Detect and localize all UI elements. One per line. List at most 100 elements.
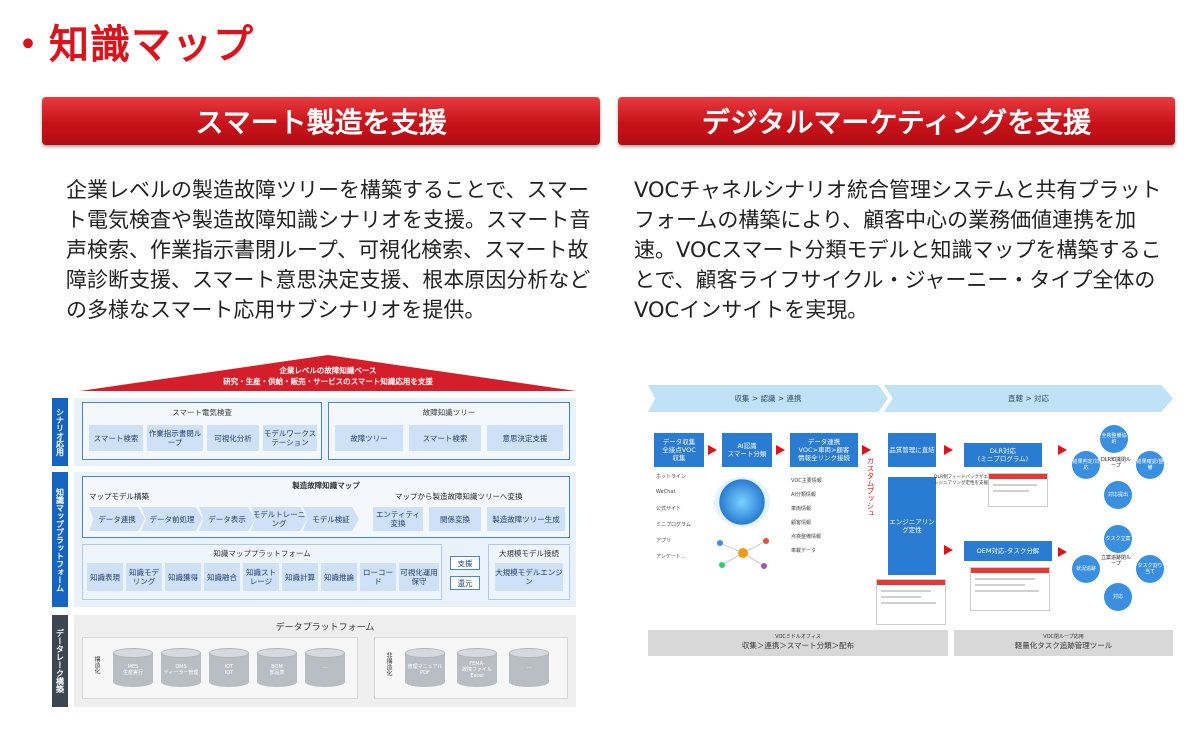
link-item: 車両情報	[791, 506, 812, 512]
data-platform-title: データプラットフォーム	[275, 623, 375, 633]
app-screenshot-thumb	[876, 579, 946, 625]
chip: 大規模モデルエンジン	[495, 563, 563, 591]
data-link-box: データ連携 VOC>車両>顧客 情報全リンク接続	[790, 433, 858, 467]
database-icon: ...	[509, 648, 549, 690]
db-label: DMS ディーラー管理	[163, 664, 199, 676]
group-title: 故障知識ツリー	[422, 408, 476, 417]
arrow-icon	[944, 445, 953, 455]
db-label: 修理マニュアル PDF	[407, 664, 443, 676]
arrow-icon	[708, 445, 717, 455]
link-item: VOC主要情報	[791, 478, 822, 484]
map-model-label: マップモデル構築	[89, 492, 149, 501]
channel-item: ミニプログラム	[656, 522, 691, 528]
oem-cycle-node: タスク割り当て	[1136, 555, 1164, 583]
smart-manufacturing-description: 企業レベルの製造故障ツリーを構築することで、スマート電気検査や製造故障知識シナリ…	[66, 178, 591, 322]
oem-cycle-node: 状況追跡	[1072, 555, 1100, 583]
database-icon: BOM 部品表	[257, 648, 297, 690]
arrow-icon	[862, 445, 871, 455]
chip: 製造故障ツリー生成	[487, 507, 565, 531]
quality-control-box: 品質管理に直結	[888, 433, 936, 467]
link-item: AI分類情報	[791, 492, 816, 498]
voc-middle-office-bar: VOCミドルオフィス 収集＞連携＞スマート分類＞配布	[648, 630, 948, 656]
db-label: ...	[526, 664, 532, 670]
oem-screenshot-thumb	[970, 567, 1050, 611]
chip: 可視化分析	[207, 425, 259, 451]
step-direct-respond: 直轄 > 対応	[884, 385, 1173, 412]
engineering-box: エンジニアリング定性	[888, 477, 936, 575]
step-arrow: データ表示	[199, 507, 255, 531]
database-icon: IOT IOT	[209, 648, 249, 690]
dlr-cycle-node: 全検整備協約	[1100, 425, 1128, 453]
chip: 作業指示書閉ループ	[147, 425, 203, 451]
channel-item: アンケート...	[656, 554, 686, 560]
fault-tree-group: 故障知識ツリー 故障ツリー スマート検索 意思決定支援	[328, 402, 570, 460]
chip: 知識融合	[204, 563, 240, 591]
dlr-cycle-node: 結果確認/整備	[1136, 451, 1164, 479]
db-label: BOM 部品表	[269, 664, 285, 676]
digital-marketing-banner: デジタルマーケティングを支援	[618, 97, 1175, 145]
link-item: 車載データ	[791, 548, 817, 554]
tab-data-lake: データレーク構築	[52, 615, 68, 707]
voc-closed-loop-bar: VOC閉ループ応用 軽量化タスク追跡管理ツール	[954, 630, 1173, 656]
db-label: FEMA- 故障ファイル Excel	[461, 661, 492, 679]
manufacturing-fault-map: 製造故障知識マップ マップモデル構築 マップから製造故障知識ツリーへ変換 データ…	[82, 476, 570, 538]
group-title: スマート電気検査	[172, 408, 232, 417]
knowledge-network-icon	[710, 533, 776, 573]
chip: 知識推論	[321, 563, 357, 591]
roof-shape	[80, 355, 576, 391]
bar-title: 軽量化タスク追跡管理ツール	[1014, 641, 1113, 650]
arrow-icon	[776, 445, 785, 455]
oem-box: OEM対応-タスク分解	[964, 541, 1052, 561]
roof-header: 企業レベルの故障知識ベース 研究・生産・供給・販売・サービスのスマート知識応用を…	[80, 355, 576, 391]
fault-knowledge-architecture-diagram: 企業レベルの故障知識ベース 研究・生産・供給・販売・サービスのスマート知識応用を…	[50, 355, 578, 710]
chip: 関係変換	[429, 507, 481, 531]
unstructured-group: 非構造化 修理マニュアル PDF FEMA- 故障ファイル Excel ...	[374, 637, 568, 699]
platform-title: 知識マッププラットフォーム	[213, 549, 311, 558]
voc-process-diagram: 収集 > 認識 > 連携 直轄 > 対応 データ収集 全接点VOC 収集 AI認…	[648, 385, 1173, 660]
large-model-title: 大規模モデル接続	[499, 549, 559, 558]
dlr-cycle-node: 結果判定/対応	[1072, 451, 1100, 479]
chip: 知識表現	[87, 563, 123, 591]
dlr-note: DLR側フィードバックがエンジニアリング定性を支援	[934, 475, 989, 486]
chip: エンティティ変換	[373, 507, 423, 531]
step-arrow: モデル検証	[303, 507, 359, 531]
tab-scenario: シナリオ応用	[52, 398, 68, 466]
support-arrow: 支援	[450, 556, 480, 570]
database-icon: ...	[305, 648, 345, 690]
chip: モデルワークステーション	[263, 425, 317, 451]
structured-label: 構造化	[93, 656, 100, 674]
database-icon: 修理マニュアル PDF	[405, 648, 445, 690]
arrow-icon	[1058, 445, 1067, 455]
channel-item: ホットライン	[656, 474, 687, 480]
return-arrow: 還元	[450, 576, 480, 590]
dlr-box: DLR対応 (ミニプログラム)	[964, 443, 1042, 467]
database-icon: DMS ディーラー管理	[161, 648, 201, 690]
chip: 可視化運用保守	[399, 563, 439, 591]
step-collect-recognize-link: 収集 > 認識 > 連携	[648, 385, 888, 412]
oem-cycle-node: 対応	[1104, 583, 1132, 611]
database-icon: MES 生産実行	[113, 648, 153, 690]
link-item: 点検整備情報	[791, 534, 822, 540]
chip: ローコード	[360, 563, 396, 591]
arrow-icon	[944, 545, 953, 555]
db-label: MES 生産実行	[122, 664, 143, 676]
data-layer: データプラットフォーム 構造化 MES 生産実行 DMS ディーラー管理 IOT…	[74, 615, 576, 707]
large-model-box: 大規模モデル接続 大規模モデルエンジン	[488, 544, 570, 600]
digital-marketing-description: VOCチャネルシナリオ統合管理システムと共有プラットフォームの構築により、顧客中…	[634, 178, 1162, 322]
bar-subtitle: VOCミドルオフィス	[775, 634, 821, 640]
step-arrow: データ連携	[89, 507, 145, 531]
smart-manufacturing-banner: スマート製造を支援	[42, 97, 600, 145]
map-title: 製造故障知識マップ	[292, 481, 360, 490]
link-item: 顧客情報	[791, 520, 812, 526]
network-graph	[717, 538, 769, 569]
chip: スマート検索	[89, 425, 143, 451]
chip: 知識モデリング	[126, 563, 162, 591]
channel-item: 公式サイト	[656, 506, 682, 512]
knowledge-platform-box: 知識マッププラットフォーム 知識表現 知識モデリング 知識獲得 知識融合 知識ス…	[82, 544, 442, 600]
dlr-screenshot-thumb	[988, 473, 1048, 507]
channel-item: アプリ	[656, 538, 672, 544]
step-arrow: データ前処理	[141, 507, 203, 531]
platform-layer: 製造故障知識マップ マップモデル構築 マップから製造故障知識ツリーへ変換 データ…	[74, 472, 576, 607]
channel-item: WeChat	[656, 489, 676, 495]
oem-cycle-node: タスク立案	[1104, 525, 1132, 553]
